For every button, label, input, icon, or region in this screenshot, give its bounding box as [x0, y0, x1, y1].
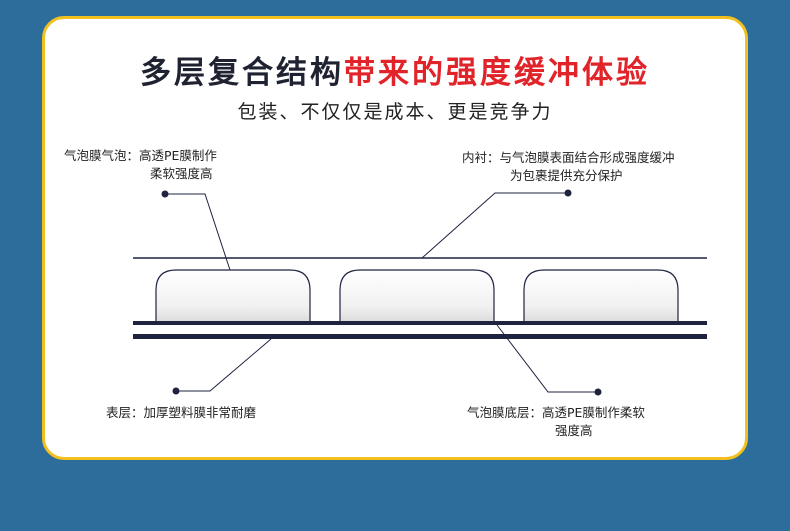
- bubble-film-label-line1: 气泡膜气泡：高透PE膜制作: [64, 148, 217, 163]
- bubble-base-layer: [133, 321, 707, 325]
- diagram-subtitle: 包装、不仅仅是成本、更是竞争力: [237, 101, 553, 123]
- surface-layer-label-line1: 表层：加厚塑料膜非常耐磨: [106, 405, 257, 420]
- surface-layer-label: 表层：加厚塑料膜非常耐磨: [106, 404, 256, 422]
- title-part-dark: 多层复合结构: [140, 55, 344, 91]
- bubble-2: [339, 269, 495, 323]
- bubble-film-label: 气泡膜气泡：高透PE膜制作 柔软强度高: [64, 147, 217, 183]
- bubble-1: [155, 269, 311, 323]
- base-layer-label-line2: 强度高: [555, 423, 593, 438]
- base-layer-label: 气泡膜底层：高透PE膜制作柔软 强度高: [467, 404, 645, 440]
- diagram-title: 多层复合结构带来的强度缓冲体验: [45, 53, 745, 93]
- callout-line-base: [496, 324, 598, 393]
- bubble-3: [523, 269, 679, 323]
- diagram-card: 多层复合结构带来的强度缓冲体验 包装、不仅仅是成本、更是竞争力: [42, 16, 748, 460]
- inner-lining-label: 内衬：与气泡膜表面结合形成强度缓冲 为包裹提供充分保护: [462, 149, 675, 185]
- surface-layer: [133, 334, 707, 339]
- bubble-film-label-line2: 柔软强度高: [150, 166, 213, 181]
- inner-lining-label-line1: 内衬：与气泡膜表面结合形成强度缓冲: [462, 150, 675, 165]
- title-part-red: 带来的强度缓冲体验: [344, 55, 650, 91]
- callout-line-bubble: [165, 193, 231, 271]
- base-layer-label-line1: 气泡膜底层：高透PE膜制作柔软: [467, 405, 645, 420]
- callout-line-lining: [421, 192, 568, 259]
- callout-line-surface: [176, 338, 272, 392]
- inner-lining-label-line2: 为包裹提供充分保护: [510, 168, 623, 183]
